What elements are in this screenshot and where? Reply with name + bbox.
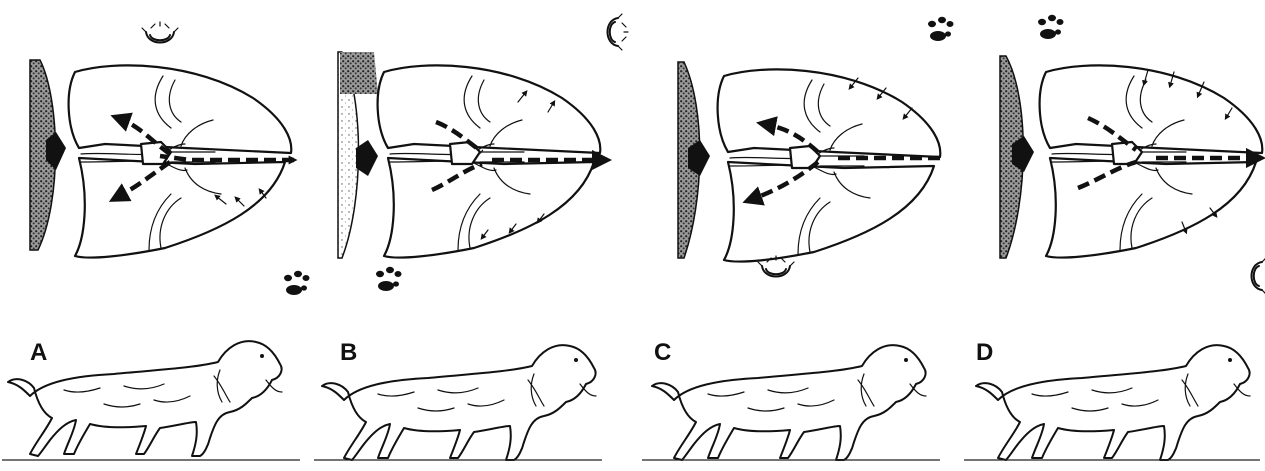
hindfoot-print-icon	[928, 17, 954, 41]
panel-letter-d: D	[976, 339, 993, 366]
lung-diagram	[1040, 65, 1263, 257]
forefoot-print-icon	[142, 22, 178, 43]
panel-letter-c: C	[654, 339, 671, 366]
hindfoot-print-icon	[284, 271, 310, 295]
forefoot-print-icon	[608, 14, 629, 50]
dog-illustration	[976, 345, 1250, 460]
panel-letter-b: B	[340, 339, 357, 366]
airflow-path	[160, 156, 294, 160]
panel-c: C	[642, 17, 954, 460]
hindfoot-print-icon	[1038, 15, 1064, 39]
dog-illustration	[8, 341, 282, 456]
hindfoot-print-icon	[376, 267, 402, 291]
dog-illustration	[322, 345, 596, 460]
panel-a: A	[2, 22, 310, 460]
dog-illustration	[652, 345, 926, 460]
panel-letter-a: A	[30, 339, 47, 366]
panel-d: D	[964, 15, 1265, 460]
panel-b: B	[314, 14, 628, 460]
heart-mark	[356, 140, 378, 176]
forefoot-print-icon	[1252, 258, 1265, 294]
lung-diagram	[718, 69, 941, 261]
